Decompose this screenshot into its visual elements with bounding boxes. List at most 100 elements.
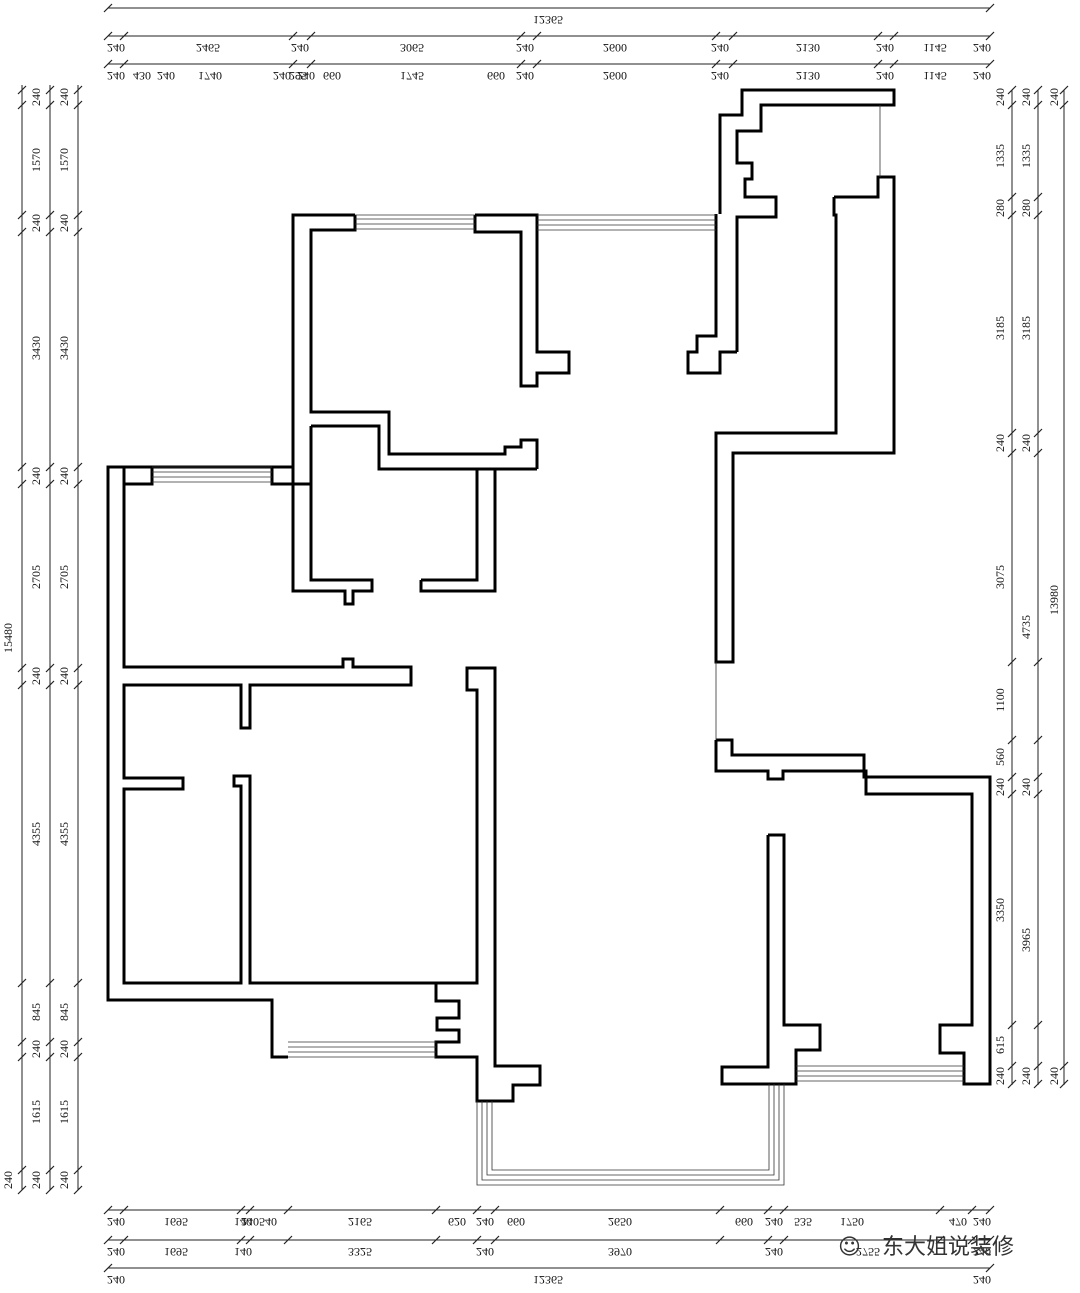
left-dimension-label: 240 [57,88,71,106]
right-total-label: 13980 [1047,585,1061,615]
dimension-tick [1033,1061,1043,1071]
dimension-tick [1007,100,1017,110]
bottom-dimension-label: 2650 [608,1215,632,1229]
dimension-tick [103,1205,113,1215]
dimension-tick [288,59,298,69]
bottom-dimension-label: 660 [735,1215,753,1229]
dimension-tick [472,1205,482,1215]
right-dimension-label: 4735 [1019,615,1033,639]
right-total-label: 240 [1047,88,1061,106]
top-dimension-label: 2465 [196,41,220,55]
dimension-tick [288,31,298,41]
right-dimension-label: 240 [993,434,1007,452]
dimension-tick [889,31,899,41]
dimension-tick [1033,210,1043,220]
dimension-tick [779,1235,789,1245]
dimension-tick [516,59,526,69]
dimension-tick [490,1205,500,1215]
dimension-tick [935,1235,945,1245]
dimension-tick [45,210,55,220]
right-dimension-label: 280 [993,199,1007,217]
dimension-tick [45,1165,55,1175]
dimension-tick [763,1205,773,1215]
top-dimension-label: 1740 [198,69,222,83]
dimension-tick [711,59,721,69]
top-dimension-label: 1145 [923,41,947,55]
top-dimension-label: 240 [273,69,291,83]
dimension-tick [1007,735,1017,745]
top-dimension-label: 660 [487,69,505,83]
dimension-tick [1007,428,1017,438]
top-dimension-label: 2600 [603,41,627,55]
top-dimension-label: 2130 [796,69,820,83]
left-dimension-label: 240 [29,1171,43,1189]
bottom-dimension-label: 1695 [164,1215,188,1229]
dimension-tick [17,227,27,237]
dimension-tick [45,462,55,472]
left-dimension-label: 240 [57,667,71,685]
bottom-dimension-label: 240 [476,1245,494,1259]
top-dimension-label: 240 [711,69,729,83]
bottom-total-label: 240 [107,1273,125,1287]
right-dimension-label: 240 [1019,434,1033,452]
left-dimension-label: 240 [57,214,71,232]
dimension-tick [1059,100,1069,110]
top-dimension-label: 240 [711,41,729,55]
dimension-tick [715,1235,725,1245]
dimension-tick [73,1165,83,1175]
dimension-tick [1033,657,1043,667]
top-dimension-label: 660 [323,69,341,83]
left-dimension-label: 240 [29,214,43,232]
bottom-dimension-label: 660 [507,1215,525,1229]
dimension-tick [73,479,83,489]
dimension-tick [1033,1020,1043,1030]
top-dimension-label: 295 [289,69,307,83]
dimension-tick [1007,657,1017,667]
dimension-tick [245,1205,255,1215]
dimension-tick [119,1205,129,1215]
dimension-tick [17,210,27,220]
dimension-tick [17,1185,27,1195]
left-dimension-label: 3430 [57,336,71,360]
dimension-tick [119,31,129,41]
dimension-tick [1033,772,1043,782]
dimension-tick [73,680,83,690]
dimension-tick [967,1205,977,1215]
right-dimension-label: 240 [993,88,1007,106]
dimension-tick [45,85,55,95]
right-dimension-label: 615 [993,1036,1007,1054]
right-dimension-label: 3965 [1019,928,1033,952]
dimension-tick [306,31,316,41]
left-dimension-label: 240 [57,1040,71,1058]
left-dimension-label: 4355 [29,822,43,846]
dimension-tick [283,1235,293,1245]
top-total-label: 12365 [533,13,563,27]
dimension-tick [1007,192,1017,202]
dimension-tick [1033,448,1043,458]
dimension-tick [873,31,883,41]
bottom-dimension-label: 1695 [164,1245,188,1259]
right-dimension-label: 3075 [993,565,1007,589]
right-dimension-label: 240 [993,778,1007,796]
dimension-tick [1033,735,1043,745]
dimension-tick [889,59,899,69]
bottom-dimension-label: 240 [241,1215,259,1229]
dimension-tick [73,978,83,988]
dimension-tick [103,1263,113,1273]
left-dimension-label: 1615 [57,1100,71,1124]
left-total-label: 15480 [1,623,15,653]
top-dimension-label: 2130 [796,41,820,55]
dimension-tick [45,100,55,110]
bottom-dimension-label: 240 [973,1215,991,1229]
dimension-tick [283,1205,293,1215]
dimension-tick [236,1205,246,1215]
dimension-tick [711,31,721,41]
dimension-tick [431,1205,441,1215]
left-dimension-label: 845 [29,1003,43,1021]
bottom-dimension-label: 240 [107,1215,125,1229]
dimension-tick [1059,1061,1069,1071]
right-total-label: 240 [1047,1067,1061,1085]
right-dimension-label: 280 [1019,199,1033,217]
dimension-tick [119,59,129,69]
dimension-tick [73,462,83,472]
